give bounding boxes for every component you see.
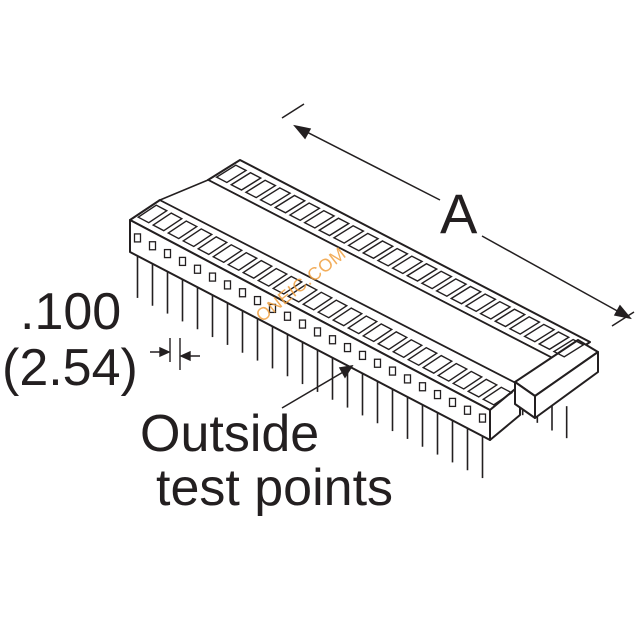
front-contact-cell	[226, 251, 259, 272]
pitch-mm-label: (2.54)	[2, 339, 138, 397]
rear-contact-cell	[361, 240, 395, 260]
test-point-window	[193, 264, 202, 274]
front-contact-cell	[376, 331, 409, 351]
rear-contact-cell	[391, 255, 424, 275]
test-point-window	[403, 374, 412, 384]
test-point-window	[133, 233, 142, 243]
test-point-window	[343, 342, 352, 353]
rear-contact-cell	[435, 278, 468, 298]
rear-contact-cell	[347, 232, 380, 252]
rear-contact-cell	[405, 262, 439, 282]
test-point-window	[223, 280, 232, 290]
front-contact-cell	[136, 204, 169, 224]
test-point-window	[148, 241, 157, 251]
rear-contact-cell	[259, 187, 292, 207]
callout-arrowhead	[338, 364, 354, 379]
latch-side	[534, 351, 599, 419]
callout-label-line1: Outside	[140, 405, 320, 463]
front-contact-cell	[466, 378, 499, 398]
test-point-window	[163, 248, 172, 259]
rear-contact-cell	[552, 338, 585, 358]
pitch-inch-label: .100	[20, 283, 122, 341]
test-point-windows	[133, 233, 487, 423]
front-contact-cell	[391, 338, 424, 359]
pitch-dimension	[150, 338, 200, 370]
arrowhead-left	[293, 124, 312, 140]
test-point-window	[208, 272, 217, 282]
rear-contact-cell	[420, 270, 453, 290]
rear-contact-cell	[288, 202, 321, 222]
rear-contact-cell	[273, 194, 307, 214]
rear-contact-cell	[537, 331, 571, 351]
pitch-arrow-right	[179, 350, 191, 362]
test-point-window	[418, 382, 427, 392]
pitch-arrow-left	[159, 346, 171, 358]
test-point-window	[253, 295, 262, 306]
rear-contact-cell	[332, 224, 365, 244]
front-contact-cell	[481, 386, 514, 406]
rear-contact-cell	[464, 293, 497, 313]
front-contact-cell	[331, 307, 364, 327]
end-latch	[514, 339, 599, 419]
test-point-window	[313, 327, 322, 337]
test-point-window	[238, 288, 247, 298]
test-point-window	[283, 311, 292, 321]
test-point-window	[358, 350, 367, 361]
rear-contact-cell	[376, 247, 409, 267]
test-point-window	[448, 397, 457, 408]
test-point-window	[268, 303, 277, 314]
test-point-window	[298, 319, 307, 329]
test-point-window	[178, 256, 187, 267]
front-contact-cell	[196, 236, 229, 256]
dimension-a-line	[281, 103, 635, 327]
front-contact-cell	[316, 299, 349, 319]
callout-label-line2: test points	[156, 459, 394, 517]
rear-contact-cell	[317, 217, 351, 237]
rear-contact-cell	[215, 164, 248, 184]
rear-contact-cell	[493, 308, 527, 328]
front-contact-cell	[406, 346, 439, 367]
front-contact-cell	[301, 291, 334, 311]
front-contact-cell	[166, 220, 199, 240]
rear-contact-cell	[508, 315, 541, 335]
front-contact-cell	[271, 275, 304, 295]
rear-contact-cell	[303, 209, 336, 229]
dimension-a-label: A	[440, 182, 478, 245]
rear-contact-cell	[229, 171, 263, 191]
test-point-window	[463, 405, 472, 415]
front-contact-cell	[421, 354, 454, 374]
front-contact-cell	[436, 362, 469, 382]
arrowhead-right	[613, 304, 632, 320]
front-contact-cell	[346, 315, 379, 335]
front-contact-cell	[361, 323, 394, 343]
front-contact-cell	[256, 267, 289, 287]
rear-contact-cell	[449, 285, 483, 305]
test-point-window	[433, 389, 442, 400]
front-contact-cell	[151, 212, 184, 232]
test-point-window	[328, 335, 337, 345]
front-contact-cell	[286, 283, 319, 303]
test-point-window	[373, 358, 382, 368]
front-contact-cell	[241, 259, 274, 279]
contact-cells	[136, 164, 585, 406]
callout-leader	[281, 364, 354, 409]
front-contact-cell	[211, 243, 244, 264]
rear-contact-cell	[479, 300, 512, 320]
front-contact-cell	[181, 228, 214, 248]
rear-contact-cell	[523, 323, 556, 343]
rear-contact-cell	[244, 179, 277, 199]
test-point-window	[388, 366, 397, 376]
front-contact-cell	[451, 370, 484, 390]
test-point-window	[478, 413, 487, 423]
